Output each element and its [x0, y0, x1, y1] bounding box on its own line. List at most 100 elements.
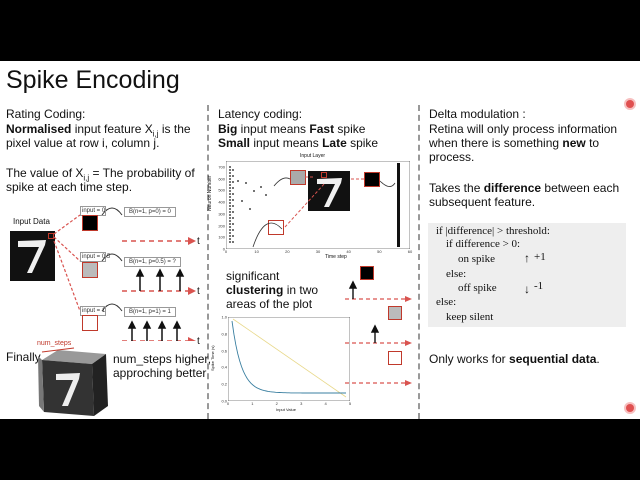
up-arrow-icon: ↑ — [524, 251, 530, 265]
spike-dot — [232, 181, 234, 183]
spike-dot — [232, 199, 234, 201]
curve-xlabel: Input Value — [276, 407, 296, 412]
tick-label: 300 — [218, 211, 225, 217]
spike-dot — [232, 193, 234, 195]
pixel-white-square — [82, 315, 98, 331]
down-arrow-icon: ↓ — [524, 282, 530, 296]
slide-title: Spike Encoding — [6, 66, 180, 94]
digit-cube-illustration — [38, 347, 108, 416]
spike-time-curve-plot — [228, 317, 350, 401]
slide: Spike Encoding Rating Coding: Normalised… — [0, 61, 640, 419]
spike-dot — [229, 238, 231, 240]
clustering-line1: significant — [226, 269, 280, 283]
tick-label: 30 — [315, 249, 321, 254]
pixel-gray-square — [82, 262, 98, 278]
spike-dot — [229, 175, 231, 177]
t-axis-label-2: t — [197, 286, 200, 297]
tick-label: 0.6 — [221, 348, 227, 354]
spike-dot — [229, 229, 231, 231]
spike-dot — [232, 235, 234, 237]
code-line-3: on spike — [458, 253, 495, 265]
spike-dot — [241, 200, 243, 202]
spike-dot — [229, 202, 231, 204]
code-line-5: else: — [446, 268, 467, 280]
spike-dot — [232, 241, 234, 243]
tick-label: 200 — [218, 223, 225, 229]
spike-dot — [253, 190, 255, 192]
delta-heading: Delta modulation : — [429, 107, 526, 121]
rate-coding-diagram — [53, 207, 196, 341]
tick-label: 2 — [275, 401, 278, 406]
difference-line1: Takes the difference between each — [429, 181, 620, 195]
code-line-2: if difference > 0: — [446, 238, 521, 250]
latency-black-square — [364, 172, 380, 187]
tick-label: 500 — [218, 187, 225, 193]
latency-digit-image — [308, 171, 350, 211]
tick-label: 0 — [226, 401, 230, 406]
tick-label: 0.0 — [221, 398, 227, 404]
latency-spike-rows — [345, 280, 412, 386]
spike-dot — [232, 217, 234, 219]
num-steps-label: num_steps — [37, 340, 72, 347]
latency-big-line: Big input means Fast spike — [218, 122, 366, 136]
latency-connectors — [252, 176, 396, 248]
tick-label: 700 — [218, 164, 225, 170]
pixel-black-square — [82, 215, 98, 231]
latency-pixel-highlight — [321, 172, 327, 178]
lat-row3-white-square — [388, 351, 402, 365]
spike-dot — [229, 211, 231, 213]
rate-coding-line2: pixel value at row i, column j. — [6, 136, 160, 150]
spike-dot — [232, 187, 234, 189]
spike-dot — [229, 187, 231, 189]
spike-dot — [229, 178, 231, 180]
delta-line2: when there is something new to — [429, 136, 600, 150]
spike-dot — [232, 169, 234, 171]
column-divider-2 — [418, 105, 420, 419]
delta-line3: process. — [429, 150, 475, 164]
rate-coding-heading: Rating Coding: — [6, 107, 86, 121]
tick-label: 3 — [300, 401, 303, 406]
delta-line1: Retina will only process information — [429, 122, 618, 136]
spike-dot — [229, 205, 231, 207]
code-line-4: +1 — [534, 251, 546, 263]
tick-label: 100 — [218, 234, 225, 240]
rate-coding-line1: Normalised input feature Xi,j is the — [6, 122, 191, 139]
raster-plot-title: Input Layer — [300, 153, 326, 159]
formula-row3: B(n=1, p=1) = 1 — [124, 307, 176, 317]
spike-dot — [232, 223, 234, 225]
spike-dot — [229, 217, 231, 219]
input-data-label: Input Data — [13, 217, 50, 226]
spike-dot — [229, 169, 231, 171]
tick-label: 4 — [324, 401, 327, 406]
code-line-1: if |difference| > threshold: — [436, 225, 550, 237]
formula-row2: B(n=1, p=0.5) = ? — [124, 257, 181, 267]
code-line-7: -1 — [534, 280, 544, 292]
clustering-line3: areas of the plot — [226, 297, 313, 311]
laser-pointer-dot-1 — [626, 100, 634, 108]
input-label-row2: input = 0.5 — [80, 252, 111, 262]
tick-label: 0.8 — [221, 331, 227, 337]
lat-row2-gray-square — [388, 306, 402, 320]
lat-row1-black-square — [360, 266, 374, 280]
column-divider-1 — [207, 105, 209, 419]
spike-dot — [229, 232, 231, 234]
probability-line1: The value of Xi,j = The probability of — [6, 166, 195, 183]
spike-dot — [260, 186, 262, 188]
latency-white-square — [268, 220, 284, 235]
spike-dot — [237, 180, 239, 182]
spike-dot — [229, 220, 231, 222]
spike-dot — [229, 214, 231, 216]
spike-dot — [229, 199, 231, 201]
spike-dot — [229, 193, 231, 195]
num-steps-note1: num_steps higher, — [113, 352, 212, 366]
tick-label: 1.0 — [221, 314, 227, 320]
delta-pseudocode: if |difference| > threshold: if differen… — [428, 223, 626, 327]
tick-label: 60 — [407, 249, 413, 254]
spike-dot — [229, 172, 231, 174]
probability-line2: spike at each time step. — [6, 180, 133, 194]
tick-label: 0.2 — [221, 381, 227, 387]
code-line-8: else: — [436, 296, 457, 308]
t-axis-label-3: t — [197, 336, 200, 347]
